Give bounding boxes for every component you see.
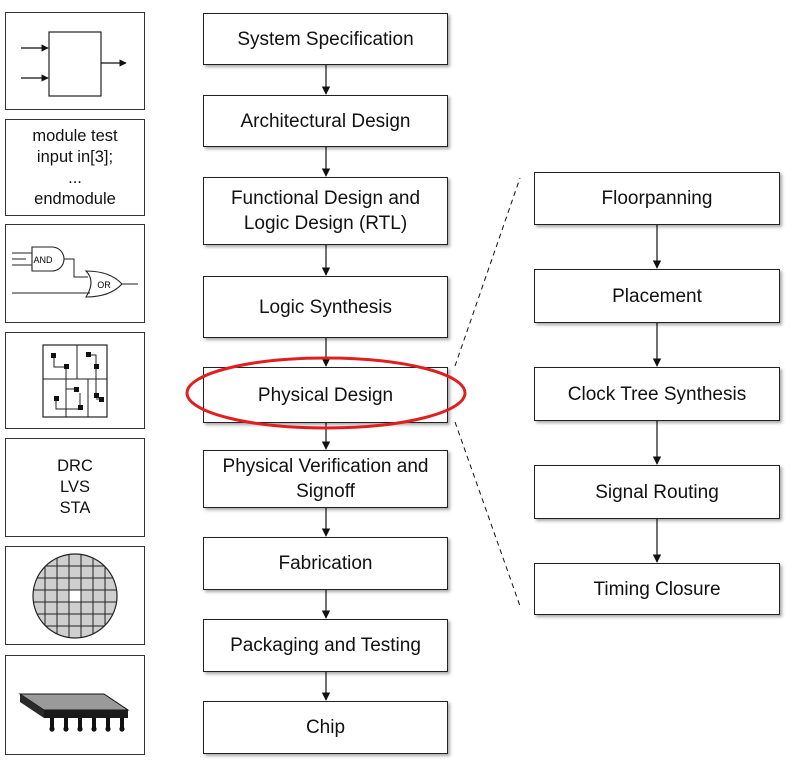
block-diagram-icon: [21, 31, 127, 97]
verilog-line-4: endmodule: [34, 189, 116, 208]
packaging-testing-label: Packaging and Testing: [230, 635, 421, 656]
verilog-code-panel: module test input in[3]; ... endmodule: [5, 119, 145, 216]
floorplanning-box: Floorpanning: [534, 172, 780, 225]
packaging-testing-box: Packaging and Testing: [203, 619, 448, 672]
logic-gates-panel: AND OR: [5, 224, 145, 323]
physical-design-highlight-ellipse: [185, 356, 467, 430]
wafer-panel: [5, 546, 145, 645]
verilog-line-1: module test: [32, 126, 118, 145]
verification-lvs: LVS: [60, 478, 90, 496]
system-specification-box: System Specification: [203, 13, 448, 65]
physical-verification-box: Physical Verification and Signoff: [203, 450, 448, 508]
architectural-design-label: Architectural Design: [240, 110, 411, 132]
chip-label: Chip: [305, 717, 346, 738]
zoom-line-bottom: [454, 421, 521, 607]
layout-icon: [42, 344, 108, 418]
physical-verification-label-line1: Physical Verification and: [222, 456, 429, 477]
verification-drc: DRC: [57, 457, 93, 475]
wafer-icon: [32, 553, 118, 639]
physical-design-label: Physical Design: [257, 384, 394, 406]
verilog-line-3: ...: [68, 168, 82, 187]
functional-design-label-line1: Functional Design and: [230, 188, 421, 209]
timing-closure-box: Timing Closure: [534, 563, 780, 615]
clock-tree-synthesis-label: Clock Tree Synthesis: [567, 383, 747, 405]
signal-routing-label: Signal Routing: [595, 481, 719, 503]
architectural-design-box: Architectural Design: [203, 95, 448, 147]
placement-label: Placement: [612, 285, 702, 307]
and-gate-label: AND: [33, 255, 53, 265]
block-diagram-panel: [5, 12, 145, 110]
layout-panel: [5, 332, 145, 429]
fabrication-label: Fabrication: [278, 553, 373, 574]
fabrication-box: Fabrication: [203, 537, 448, 590]
logic-gates-icon: AND OR: [12, 246, 138, 298]
verification-sta: STA: [59, 499, 91, 517]
physical-design-box: Physical Design: [203, 367, 448, 423]
logic-synthesis-label: Logic Synthesis: [258, 296, 393, 318]
logic-synthesis-box: Logic Synthesis: [203, 276, 448, 338]
functional-design-box: Functional Design and Logic Design (RTL): [203, 177, 448, 245]
placement-box: Placement: [534, 269, 780, 323]
system-specification-label: System Specification: [237, 28, 414, 50]
signal-routing-box: Signal Routing: [534, 465, 780, 519]
zoom-line-top: [454, 177, 521, 367]
timing-closure-label: Timing Closure: [593, 578, 721, 600]
floorplanning-label: Floorpanning: [601, 188, 713, 209]
chip-package-icon: [18, 693, 130, 732]
physical-verification-label-line2: Signoff: [296, 481, 355, 502]
verification-panel: DRC LVS STA: [5, 438, 145, 537]
or-gate-label: OR: [97, 280, 111, 290]
chip-box: Chip: [203, 701, 448, 754]
clock-tree-synthesis-box: Clock Tree Synthesis: [534, 367, 780, 421]
chip-package-panel: [5, 655, 145, 755]
verilog-line-2: input in[3];: [36, 147, 114, 166]
functional-design-label-line2: Logic Design (RTL): [243, 213, 408, 234]
